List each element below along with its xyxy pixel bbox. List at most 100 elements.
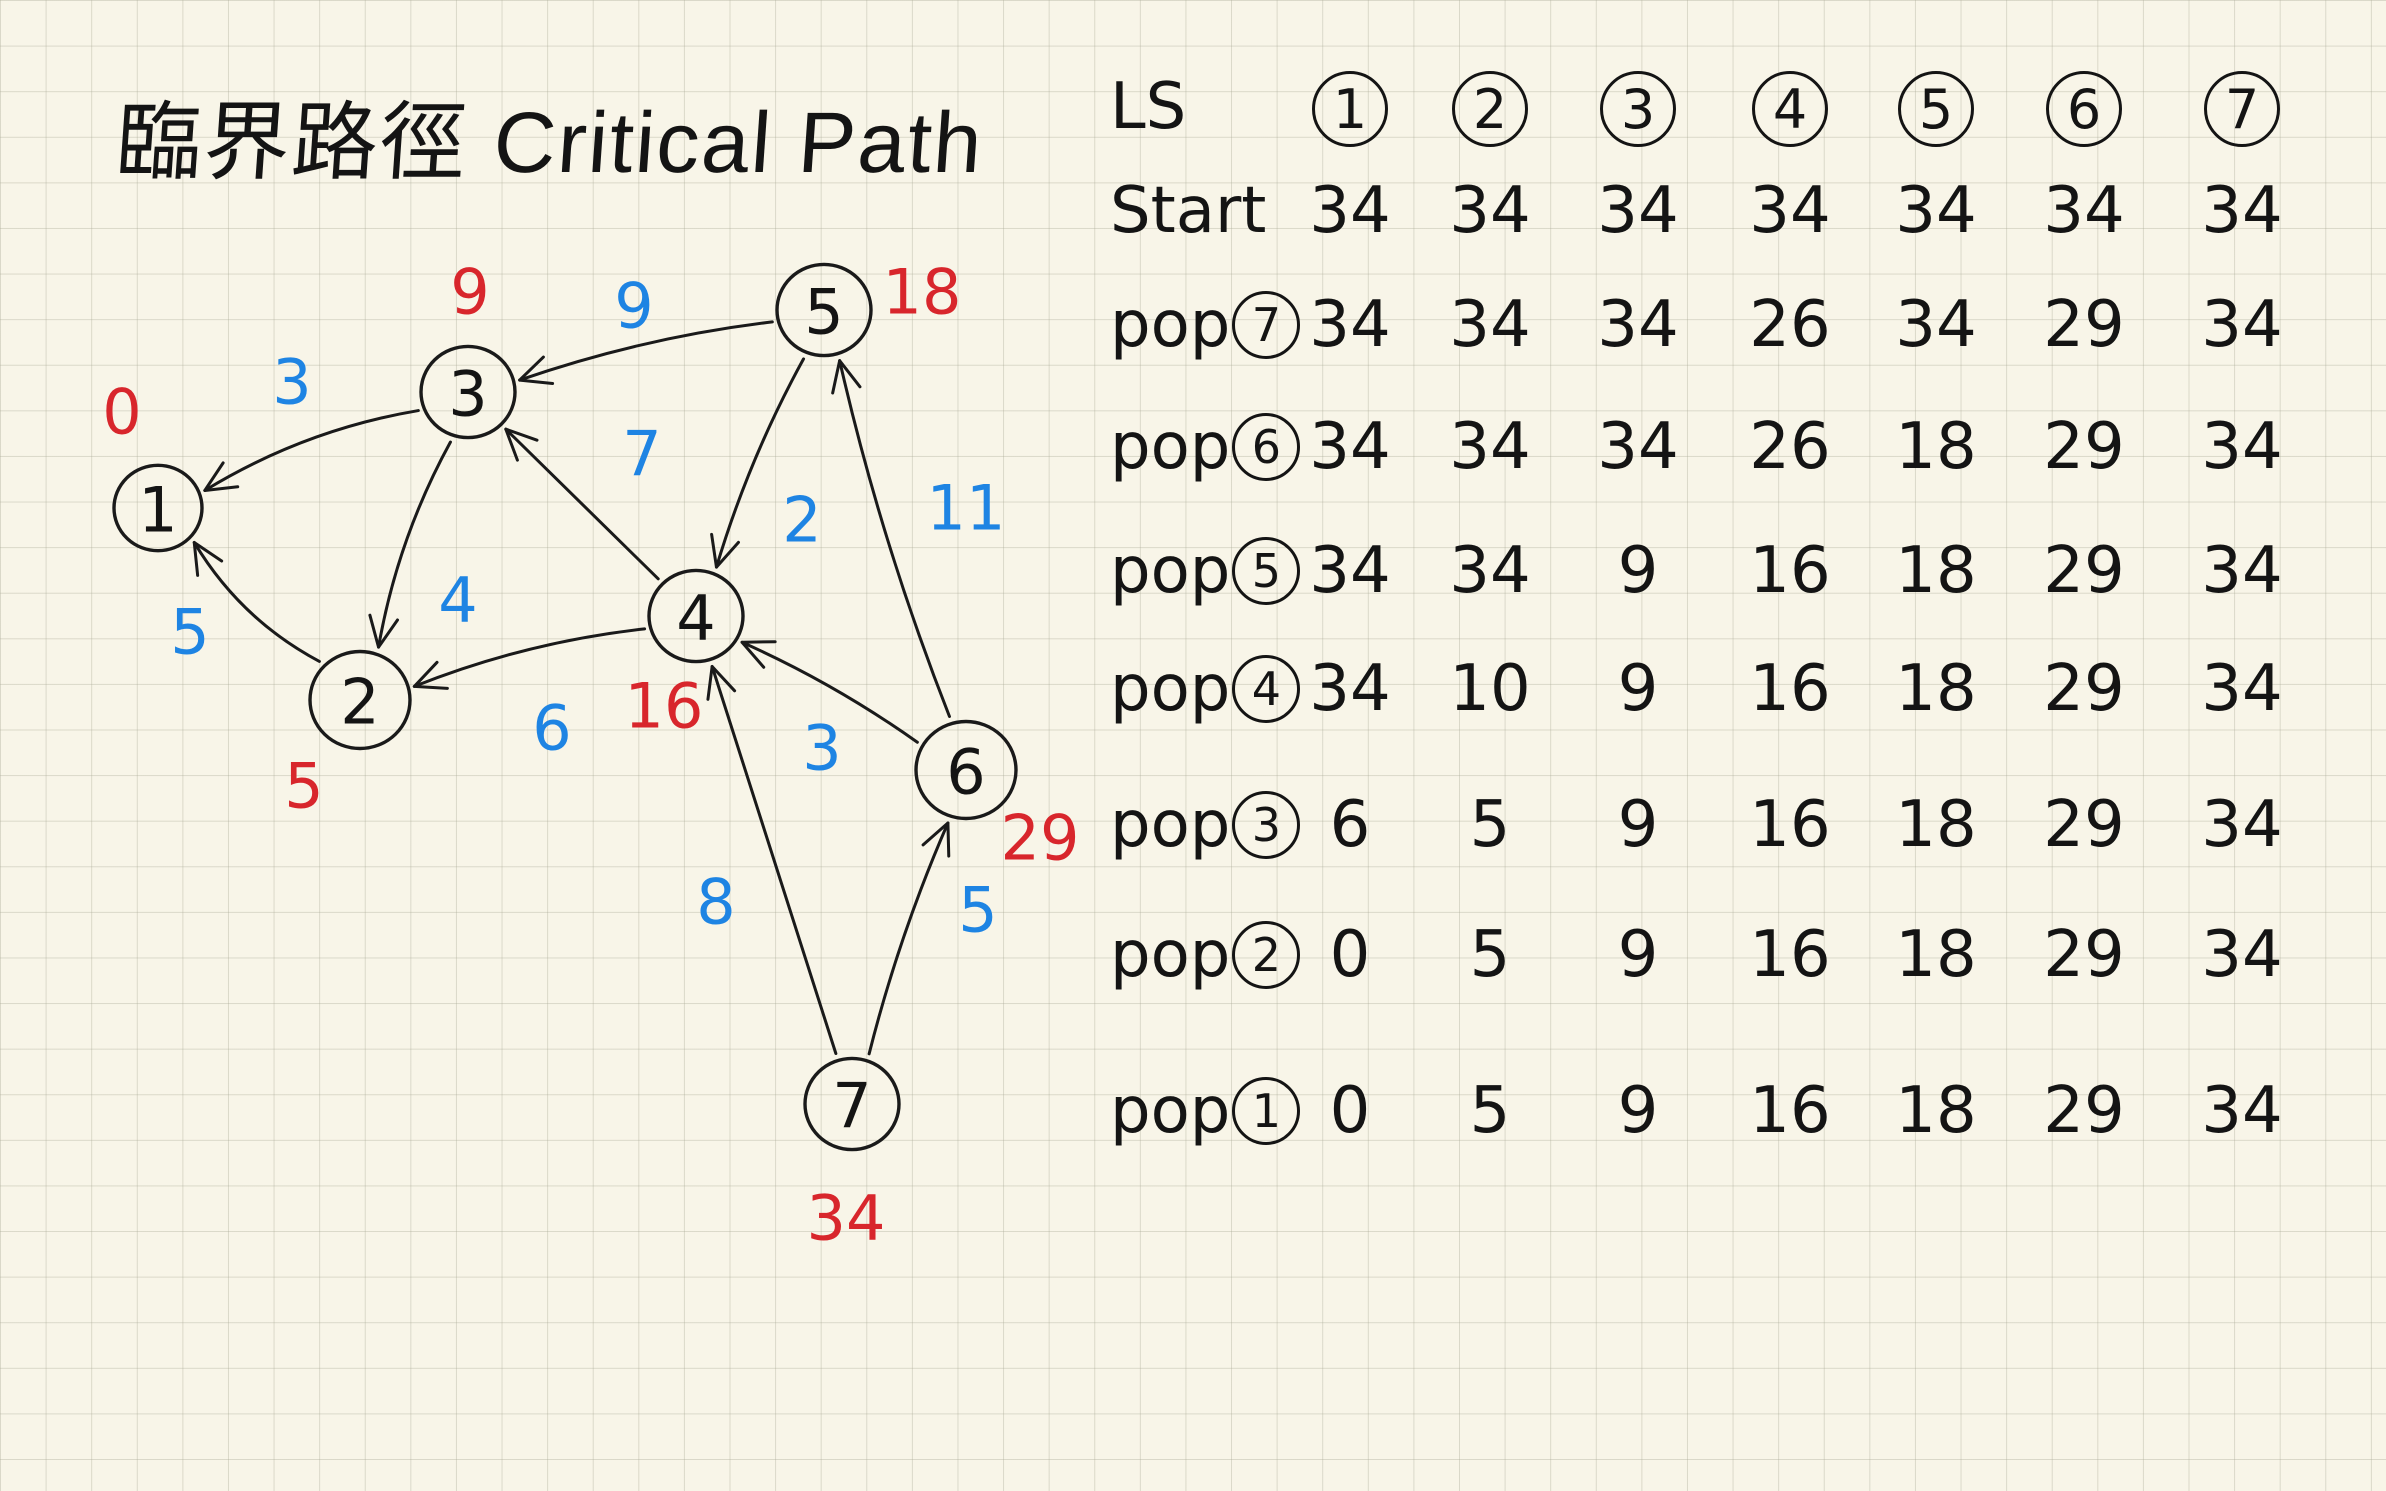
node-1 bbox=[112, 463, 204, 553]
table-cell: 34 bbox=[2201, 288, 2283, 362]
table-cell: 16 bbox=[1749, 918, 1831, 992]
column-header-circle: 5 bbox=[1898, 71, 1974, 147]
edge-weight-5-3: 9 bbox=[614, 270, 653, 343]
column-header-2: 2 bbox=[1420, 64, 1560, 154]
row-label-text: pop bbox=[1110, 534, 1231, 608]
table-cell: 29 bbox=[2043, 788, 2125, 862]
node-time-6: 29 bbox=[1001, 802, 1080, 875]
table-cell: 29 bbox=[2043, 918, 2125, 992]
node-6 bbox=[914, 719, 1018, 821]
table-cell: 9 bbox=[1617, 652, 1659, 726]
node-time-1: 0 bbox=[102, 376, 141, 449]
table-cell: 6 bbox=[1329, 788, 1371, 862]
column-header-3: 3 bbox=[1568, 64, 1708, 154]
edge-7-6 bbox=[867, 821, 950, 1056]
node-label-1: 1 bbox=[138, 474, 177, 547]
edge-weight-7-4: 8 bbox=[696, 866, 735, 939]
table-cell: 29 bbox=[2043, 652, 2125, 726]
node-time-7: 34 bbox=[807, 1182, 886, 1255]
column-header-7: 7 bbox=[2172, 64, 2312, 154]
edge-2-1 bbox=[192, 540, 321, 663]
table-cell: 5 bbox=[1469, 1074, 1511, 1148]
table-cell: 34 bbox=[2201, 410, 2283, 484]
table-cell: 34 bbox=[2043, 174, 2125, 248]
edge-weight-4-2: 6 bbox=[532, 692, 571, 765]
table-cell: 34 bbox=[1895, 288, 1977, 362]
edge-4-3 bbox=[504, 427, 660, 581]
arrowhead-7-6 bbox=[921, 821, 951, 858]
table-cell: 18 bbox=[1895, 788, 1977, 862]
table-cell: 16 bbox=[1749, 1074, 1831, 1148]
node-time-3: 9 bbox=[450, 256, 489, 329]
table-cell: 0 bbox=[1329, 918, 1371, 992]
row-node-circle: 4 bbox=[1232, 655, 1301, 723]
row-label-text: pop bbox=[1110, 788, 1231, 862]
node-2 bbox=[308, 649, 412, 751]
arrowhead-5-3 bbox=[518, 355, 555, 385]
row-label-text: pop bbox=[1110, 918, 1231, 992]
table-cell: 34 bbox=[1749, 174, 1831, 248]
row-label: Start bbox=[1110, 176, 1266, 246]
node-3 bbox=[419, 344, 517, 440]
table-cell: 29 bbox=[2043, 410, 2125, 484]
node-label-6: 6 bbox=[946, 736, 985, 809]
edge-6-5 bbox=[838, 359, 951, 718]
arrowhead-3-1 bbox=[203, 461, 240, 492]
row-node-circle: 6 bbox=[1232, 413, 1301, 481]
arrowhead-5-4 bbox=[710, 532, 740, 569]
edge-weight-3-2: 4 bbox=[438, 564, 477, 637]
table-cell: 34 bbox=[1449, 534, 1531, 608]
column-header-1: 1 bbox=[1280, 64, 1420, 154]
arrowhead-6-5 bbox=[831, 359, 862, 395]
row-label-text: pop bbox=[1110, 652, 1231, 726]
table-cell: 34 bbox=[2201, 918, 2283, 992]
table-cell: 0 bbox=[1329, 1074, 1371, 1148]
node-7 bbox=[803, 1056, 901, 1152]
node-label-4: 4 bbox=[676, 582, 715, 655]
column-header-circle: 6 bbox=[2046, 71, 2122, 147]
table-cell: 34 bbox=[1309, 534, 1391, 608]
arrowhead-6-4 bbox=[740, 640, 777, 669]
edge-6-4 bbox=[740, 640, 919, 744]
table-cell: 34 bbox=[1597, 410, 1679, 484]
edge-3-1 bbox=[203, 409, 420, 492]
table-cell: 34 bbox=[1309, 652, 1391, 726]
arrowhead-4-2 bbox=[412, 660, 449, 690]
row-label-text: pop bbox=[1110, 288, 1231, 362]
table-cell: 29 bbox=[2043, 1074, 2125, 1148]
table-cell: 34 bbox=[2201, 534, 2283, 608]
column-header-5: 5 bbox=[1866, 64, 2006, 154]
table-cell: 29 bbox=[2043, 288, 2125, 362]
edge-3-2 bbox=[377, 440, 452, 649]
arrowhead-4-3 bbox=[504, 427, 539, 462]
table-cell: 10 bbox=[1449, 652, 1531, 726]
table-cell: 16 bbox=[1749, 652, 1831, 726]
node-label-3: 3 bbox=[448, 358, 487, 431]
column-header-circle: 1 bbox=[1312, 71, 1388, 147]
table-cell: 9 bbox=[1617, 534, 1659, 608]
table-cell: 16 bbox=[1749, 788, 1831, 862]
edge-weight-6-4: 3 bbox=[802, 712, 841, 785]
table-cell: 18 bbox=[1895, 410, 1977, 484]
table-cell: 18 bbox=[1895, 1074, 1977, 1148]
column-header-circle: 3 bbox=[1600, 71, 1676, 147]
node-4 bbox=[647, 568, 745, 664]
table-cell: 18 bbox=[1895, 918, 1977, 992]
table-cell: 34 bbox=[1309, 288, 1391, 362]
table-cell: 34 bbox=[1449, 410, 1531, 484]
table-cell: 34 bbox=[1309, 410, 1391, 484]
table-cell: 34 bbox=[1597, 174, 1679, 248]
table-cell: 34 bbox=[2201, 1074, 2283, 1148]
edge-5-3 bbox=[518, 320, 774, 382]
arrowhead-2-1 bbox=[192, 540, 224, 577]
table-cell: 9 bbox=[1617, 788, 1659, 862]
table-cell: 5 bbox=[1469, 788, 1511, 862]
